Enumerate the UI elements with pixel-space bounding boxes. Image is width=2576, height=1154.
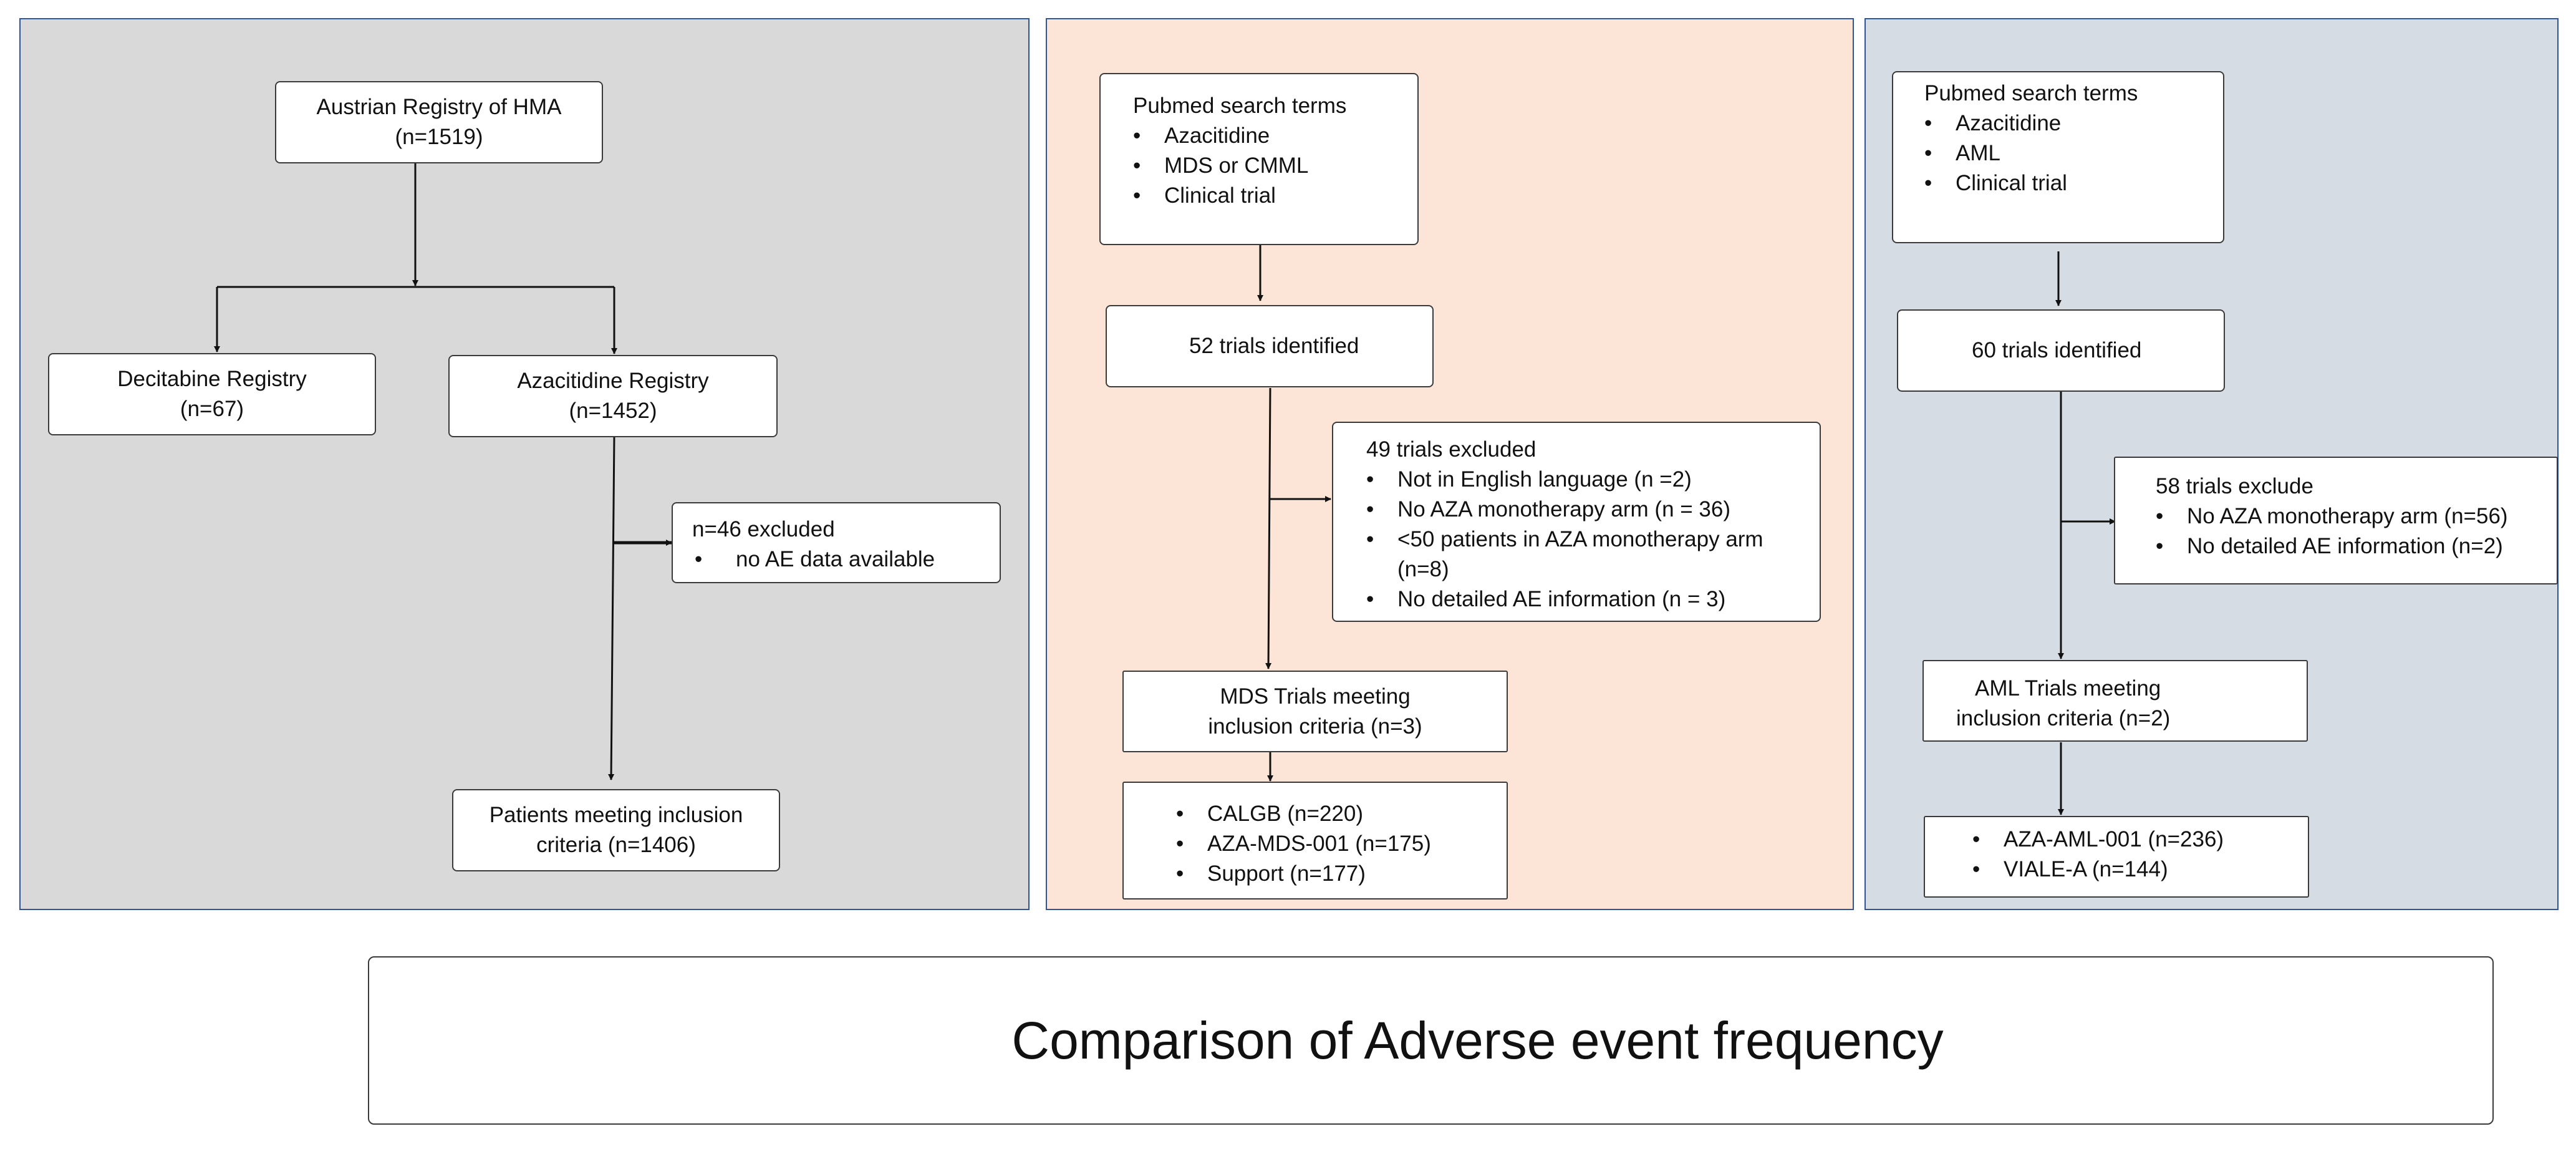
mid-excluded-title: 49 trials excluded (1366, 437, 1536, 462)
right-trials-meeting-line2: inclusion criteria (n=2) (1956, 706, 2171, 730)
patients-meeting-line2: criteria (n=1406) (536, 833, 696, 857)
arrow-azacitidine-to-patients (608, 436, 615, 780)
mid-pubmed-search-box: Pubmed search terms Azacitidine MDS or C… (1099, 73, 1419, 245)
decitabine-registry-count: (n=67) (180, 397, 244, 421)
mid-excluded-item: No AZA monotherapy arm (n = 36) (1366, 495, 1820, 525)
right-trials-identified-text: 60 trials identified (1972, 338, 2142, 362)
right-search-title: Pubmed search terms (1924, 81, 2138, 105)
mid-search-title: Pubmed search terms (1133, 94, 1347, 118)
austrian-registry-title: Austrian Registry of HMA (316, 95, 562, 119)
mid-trial-item: CALGB (n=220) (1176, 799, 1507, 829)
decitabine-registry-box: Decitabine Registry (n=67) (48, 353, 376, 435)
right-pubmed-search-box: Pubmed search terms Azacitidine AML Clin… (1892, 71, 2224, 243)
right-trials-meeting-line1: AML Trials meeting (1975, 676, 2161, 701)
azacitidine-registry-count: (n=1452) (569, 399, 657, 423)
mid-trials-identified-box: 52 trials identified (1106, 305, 1434, 387)
right-search-term: AML (1924, 138, 2223, 168)
decitabine-registry-title: Decitabine Registry (117, 367, 307, 391)
arrow-identified-to-meeting-mid (1265, 387, 1272, 669)
mid-excluded-item: Not in English language (n =2) (1366, 465, 1820, 495)
right-trial-item: VIALE-A (n=144) (1972, 855, 2308, 885)
mid-trials-meeting-line2: inclusion criteria (n=3) (1208, 714, 1422, 739)
patients-meeting-criteria-box: Patients meeting inclusion criteria (n=1… (452, 789, 780, 871)
mid-excluded-item: No detailed AE information (n = 3) (1366, 584, 1820, 614)
right-excluded-box: 58 trials exclude No AZA monotherapy arm… (2114, 457, 2558, 584)
austrian-registry-box: Austrian Registry of HMA (n=1519) (275, 81, 603, 163)
right-excluded-item: No detailed AE information (n=2) (2156, 531, 2557, 561)
azacitidine-registry-title: Azacitidine Registry (517, 369, 709, 393)
mid-trials-meeting-line1: MDS Trials meeting (1220, 684, 1411, 709)
mid-trials-identified-text: 52 trials identified (1189, 334, 1359, 358)
right-search-term: Clinical trial (1924, 168, 2223, 198)
right-search-term: Azacitidine (1924, 109, 2223, 138)
comparison-box: Comparison of Adverse event frequency (368, 956, 2494, 1125)
mid-search-term: MDS or CMML (1133, 151, 1417, 181)
right-trials-meeting-box: AML Trials meeting inclusion criteria (n… (1922, 660, 2308, 742)
mid-trials-list-box: CALGB (n=220) AZA-MDS-001 (n=175) Suppor… (1122, 782, 1508, 899)
right-trial-item: AZA-AML-001 (n=236) (1972, 825, 2308, 855)
mid-excluded-box: 49 trials excluded Not in English langua… (1332, 422, 1821, 622)
austrian-registry-count: (n=1519) (395, 125, 483, 149)
mid-trial-item: AZA-MDS-001 (n=175) (1176, 829, 1507, 859)
right-excluded-item: No AZA monotherapy arm (n=56) (2156, 502, 2557, 531)
right-excluded-title: 58 trials exclude (2156, 474, 2313, 498)
right-trials-list-box: AZA-AML-001 (n=236) VIALE-A (n=144) (1924, 816, 2309, 898)
mid-search-term: Clinical trial (1133, 181, 1417, 211)
left-excluded-title: n=46 excluded (692, 517, 835, 541)
left-excluded-box: n=46 excluded no AE data available (672, 502, 1001, 583)
comparison-text: Comparison of Adverse event frequency (1011, 1011, 1944, 1070)
mid-trials-meeting-box: MDS Trials meeting inclusion criteria (n… (1122, 671, 1508, 752)
right-trials-identified-box: 60 trials identified (1897, 309, 2225, 392)
patients-meeting-line1: Patients meeting inclusion (489, 803, 743, 827)
mid-excluded-item: <50 patients in AZA monotherapy arm (n=8… (1366, 525, 1772, 584)
mid-search-term: Azacitidine (1133, 121, 1417, 151)
left-excluded-item: no AE data available (695, 545, 1000, 575)
left-panel (19, 18, 1030, 910)
azacitidine-registry-box: Azacitidine Registry (n=1452) (448, 355, 778, 437)
mid-trial-item: Support (n=177) (1176, 859, 1507, 889)
